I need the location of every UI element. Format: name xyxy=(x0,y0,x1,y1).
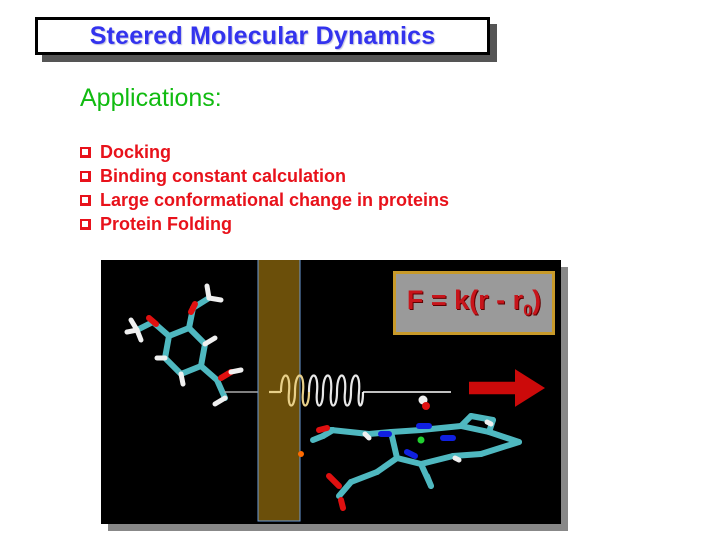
checkbox-icon xyxy=(80,146,91,158)
force-formula-box: F = k(r - r0) xyxy=(393,271,555,335)
ligand-molecule xyxy=(124,283,270,407)
molecule-illustration xyxy=(124,260,545,522)
list-item: Binding constant calculation xyxy=(80,164,449,188)
checkbox-icon xyxy=(80,194,91,206)
pull-direction-arrow xyxy=(469,369,545,407)
bullet-label: Docking xyxy=(100,141,172,162)
slide-title: Steered Molecular Dynamics xyxy=(89,21,436,50)
checkbox-icon xyxy=(80,170,91,182)
bullet-label: Binding constant calculation xyxy=(100,165,347,186)
water-molecule xyxy=(418,395,430,410)
formula-close: ) xyxy=(532,285,542,316)
formula-subscript: 0 xyxy=(523,302,533,320)
spring xyxy=(269,374,451,407)
force-formula: F = k(r - r0) xyxy=(407,285,541,320)
list-item: Docking xyxy=(80,140,449,164)
bullet-label: Large conformational change in proteins xyxy=(100,189,450,210)
bullet-label: Protein Folding xyxy=(100,213,232,234)
smd-figure: F = k(r - r0) xyxy=(101,260,561,524)
list-item: Large conformational change in proteins xyxy=(80,188,449,212)
list-item: Protein Folding xyxy=(80,212,449,236)
membrane-wall xyxy=(257,260,301,522)
slide-subtitle: Applications: xyxy=(80,84,222,112)
formula-main: F = k(r - r xyxy=(406,285,524,316)
checkbox-icon xyxy=(80,218,91,230)
heme-protein-molecule xyxy=(298,413,522,511)
title-box: Steered Molecular Dynamics xyxy=(35,17,490,55)
applications-list: Docking Binding constant calculation Lar… xyxy=(80,140,449,236)
